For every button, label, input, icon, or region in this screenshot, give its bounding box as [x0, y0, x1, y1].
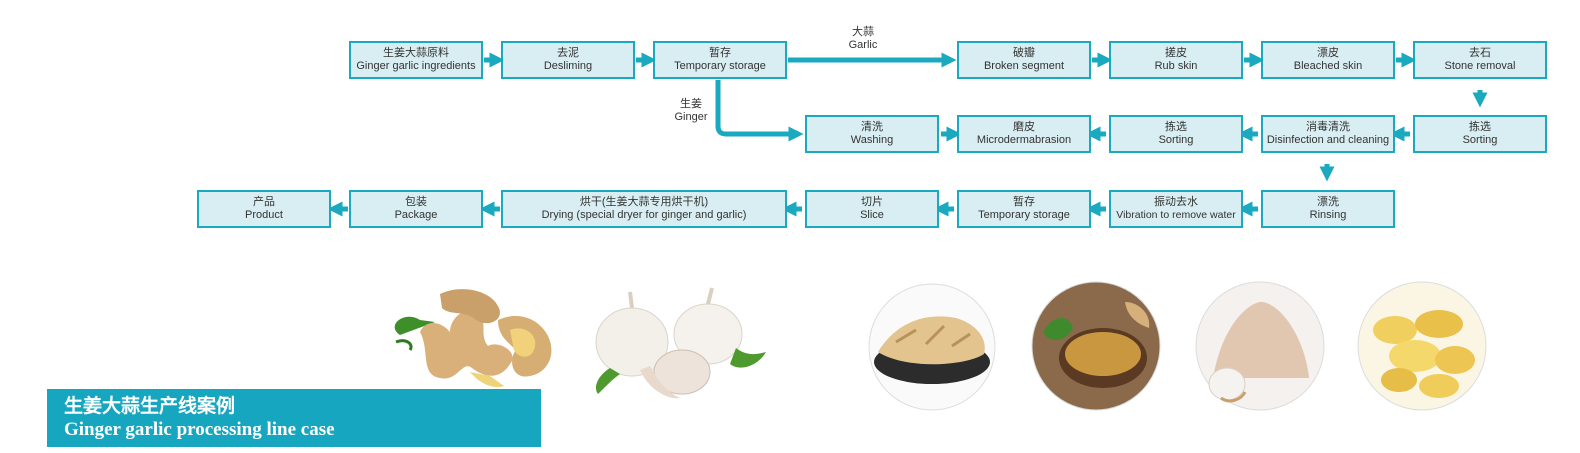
step-label-en: Desliming [543, 60, 593, 72]
case-banner: 生姜大蒜生产线案例 Ginger garlic processing line … [47, 389, 541, 447]
ginger-root-photo [394, 289, 552, 388]
step-broken-segment: 破瓣 Broken segment [957, 41, 1091, 79]
step-label-en: Rinsing [1309, 209, 1347, 221]
step-label-zh: 漂洗 [1317, 196, 1339, 208]
garlic-chips-photo [1357, 281, 1487, 411]
step-label-en: Bleached skin [1293, 60, 1363, 72]
step-bleached-skin: 漂皮 Bleached skin [1261, 41, 1395, 79]
step-label-zh: 磨皮 [1013, 121, 1035, 133]
branch-garlic-en: Garlic [848, 39, 878, 51]
step-label-en: Washing [850, 134, 894, 146]
step-label-zh: 去泥 [557, 47, 579, 59]
step-label-en: Package [394, 209, 438, 221]
step-ingredients: 生姜大蒜原料 Ginger garlic ingredients [349, 41, 483, 79]
garlic-bulbs-photo [595, 287, 766, 399]
step-label-zh: 消毒清洗 [1306, 121, 1350, 133]
step-washing: 清洗 Washing [805, 115, 939, 153]
step-label-zh: 暂存 [709, 47, 731, 59]
branch-label-ginger: 生姜 Ginger [666, 98, 716, 124]
step-label-zh: 烘干(生姜大蒜专用烘干机) [579, 196, 709, 208]
step-label-zh: 振动去水 [1154, 196, 1198, 208]
step-package: 包装 Package [349, 190, 483, 228]
step-label-en: Sorting [1158, 134, 1194, 146]
step-microdermabrasion: 磨皮 Microdermabrasion [957, 115, 1091, 153]
step-label-en: Rub skin [1154, 60, 1198, 72]
step-label-en: Drying (special dryer for ginger and gar… [541, 209, 747, 221]
banner-title-zh: 生姜大蒜生产线案例 [64, 396, 236, 417]
branch-garlic-zh: 大蒜 [852, 26, 874, 38]
step-label-en: Broken segment [983, 60, 1065, 72]
arrow-ginger-branch [715, 80, 804, 142]
branch-label-garlic: 大蒜 Garlic [838, 26, 888, 52]
step-stone-removal: 去石 Stone removal [1413, 41, 1547, 79]
garlic-powder-photo [1195, 281, 1325, 411]
step-label-en: Ginger garlic ingredients [356, 60, 476, 72]
branch-ginger-zh: 生姜 [680, 98, 702, 110]
step-label-zh: 暂存 [1013, 196, 1035, 208]
step-label-en: Temporary storage [978, 209, 1070, 221]
step-label-zh: 清洗 [861, 121, 883, 133]
step-label-zh: 搓皮 [1165, 47, 1187, 59]
step-label-zh: 破瓣 [1013, 47, 1035, 59]
step-desliming: 去泥 Desliming [501, 41, 635, 79]
step-drying: 烘干(生姜大蒜专用烘干机) Drying (special dryer for … [501, 190, 787, 228]
step-label-zh: 拣选 [1469, 121, 1491, 133]
step-temporary-storage: 暂存 Temporary storage [653, 41, 787, 79]
step-label-zh: 拣选 [1165, 121, 1187, 133]
step-label-en: Sorting [1462, 134, 1498, 146]
step-rub-skin: 搓皮 Rub skin [1109, 41, 1243, 79]
step-label-zh: 去石 [1469, 47, 1491, 59]
step-vibration: 振动去水 Vibration to remove water [1109, 190, 1243, 228]
step-label-zh: 漂皮 [1317, 47, 1339, 59]
step-label-zh: 包装 [405, 196, 427, 208]
step-label-en: Microdermabrasion [976, 134, 1072, 146]
step-label-zh: 生姜大蒜原料 [383, 47, 449, 59]
step-sorting: 拣选 Sorting [1413, 115, 1547, 153]
step-sorting: 拣选 Sorting [1109, 115, 1243, 153]
step-label-en: Vibration to remove water [1116, 209, 1236, 221]
dried-ginger-slices-photo [868, 283, 996, 411]
step-label-en: Stone removal [1444, 60, 1516, 72]
step-temporary-storage: 暂存 Temporary storage [957, 190, 1091, 228]
banner-title-en: Ginger garlic processing line case [64, 419, 335, 440]
step-rinsing: 漂洗 Rinsing [1261, 190, 1395, 228]
step-label-zh: 切片 [861, 196, 883, 208]
step-label-en: Product [245, 209, 283, 221]
step-slice: 切片 Slice [805, 190, 939, 228]
step-label-zh: 产品 [253, 196, 275, 208]
ginger-powder-bowl-photo [1031, 281, 1161, 411]
step-product: 产品 Product [197, 190, 331, 228]
step-disinfection-cleaning: 消毒清洗 Disinfection and cleaning [1261, 115, 1395, 153]
branch-ginger-en: Ginger [674, 111, 708, 123]
step-label-en: Disinfection and cleaning [1266, 134, 1390, 146]
step-label-en: Temporary storage [674, 60, 766, 72]
step-label-en: Slice [860, 209, 884, 221]
